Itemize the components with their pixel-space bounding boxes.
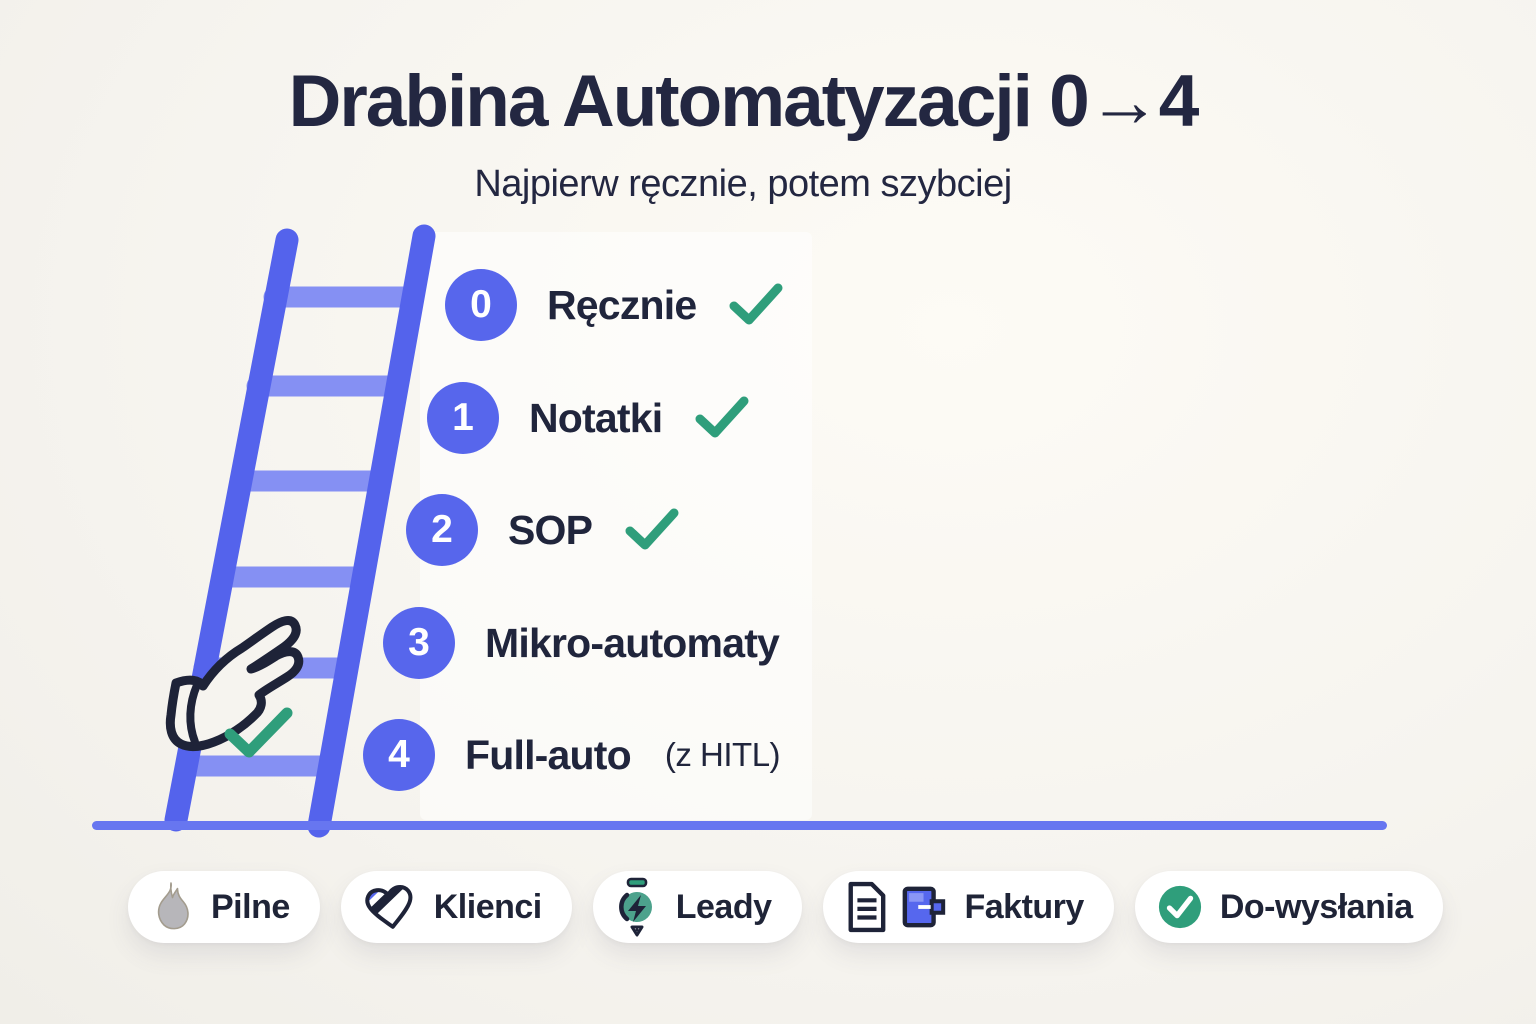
step-number-badge: 2 (406, 494, 478, 566)
ladder-rungs (175, 286, 424, 777)
step-label: SOP (508, 506, 593, 553)
check-icon (694, 394, 750, 438)
invoice-icon (900, 884, 948, 930)
ladder-step-4: 4 Full-auto (z HITL) (363, 719, 781, 791)
tag-label: Pilne (211, 887, 290, 926)
ladder-step-2: 2 SOP (406, 494, 680, 566)
check-icon (224, 707, 293, 758)
document-icon (845, 881, 887, 933)
step-label: Ręcznie (547, 281, 697, 328)
heart-handshake-icon (363, 882, 417, 932)
tag-label: Leady (675, 887, 772, 926)
header: Drabina Automatyzacji 0→4 Najpierw ręczn… (0, 61, 1536, 206)
check-icon (728, 281, 784, 325)
hand-icon (165, 616, 304, 751)
tag-label: Klienci (433, 887, 542, 926)
step-label: Mikro-automaty (485, 619, 780, 666)
tag-pilne: Pilne (128, 871, 320, 943)
tag-label: Faktury (964, 887, 1085, 926)
tag-do-wyslania: Do-wysłania (1134, 871, 1443, 943)
ladder-step-1: 1 Notatki (427, 382, 750, 454)
step-number-badge: 1 (427, 382, 499, 454)
tag-leady: Leady (592, 871, 802, 943)
step-label: Full-auto (465, 731, 632, 778)
step-number-badge: 3 (383, 607, 455, 679)
ground-line (92, 821, 1387, 830)
ladder-step-3: 3 Mikro-automaty (383, 607, 780, 679)
check-icon (624, 506, 680, 550)
page-title: Drabina Automatyzacji 0→4 (288, 61, 1200, 142)
tag-klienci: Klienci (340, 871, 572, 943)
step-label-suffix: (z HITL) (664, 736, 781, 773)
tag-row: Pilne (128, 871, 1443, 943)
step-label: Notatki (529, 394, 663, 441)
step-number-badge: 0 (445, 269, 517, 341)
step-number-badge: 4 (363, 719, 435, 791)
tag-label: Do-wysłania (1219, 887, 1413, 926)
tag-faktury: Faktury (822, 871, 1114, 943)
check-circle-icon (1157, 884, 1203, 930)
lead-magnet-icon (615, 877, 659, 937)
page-subtitle: Najpierw ręcznie, potem szybciej (474, 162, 1012, 205)
tag-icon-group (845, 881, 948, 933)
flame-icon (150, 881, 194, 933)
ladder-step-0: 0 Ręcznie (445, 269, 784, 341)
